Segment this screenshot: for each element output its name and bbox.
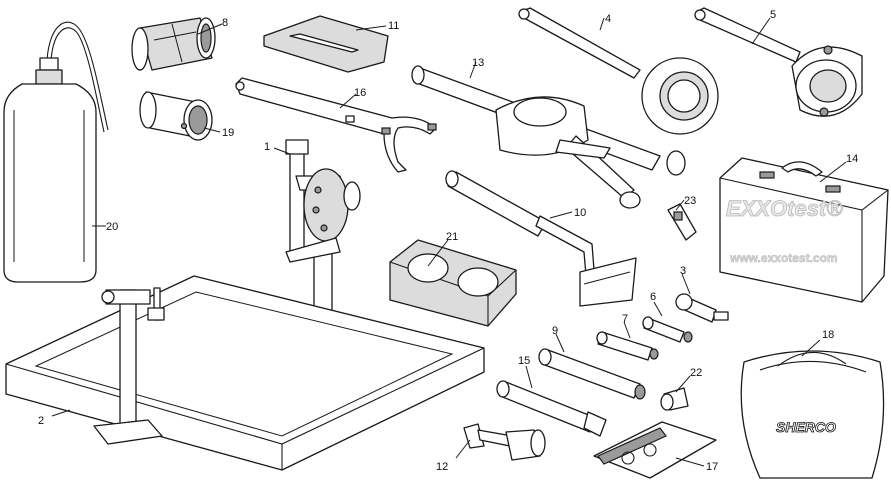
part-17-manual: [593, 421, 717, 479]
part-6-pin: [642, 316, 693, 343]
callout-10: 10: [574, 207, 586, 219]
callout-5: 5: [770, 9, 776, 21]
callout-16: 16: [354, 87, 366, 99]
case-brand-text: EXXOtest®: [726, 196, 843, 221]
callout-12: 12: [436, 461, 448, 473]
callout-3: 3: [680, 265, 686, 277]
callout-6: 6: [650, 291, 656, 303]
part-3-pin: [675, 293, 729, 323]
leader-lines: [51, 17, 847, 467]
callout-23: 23: [684, 195, 696, 207]
part-11-plate: [263, 15, 389, 73]
part-4-ring-spanner: [518, 7, 719, 135]
callout-18: 18: [822, 329, 834, 341]
callout-19: 19: [222, 127, 234, 139]
callout-11: 11: [388, 20, 399, 32]
callout-labels: 8 11 4 5 13 16 19 1 20 14 10 23 21 3 6 7…: [38, 9, 858, 473]
callout-13: 13: [472, 57, 484, 69]
part-9-bar: [538, 348, 646, 400]
callout-22: 22: [690, 367, 702, 379]
callout-8: 8: [222, 17, 228, 29]
part-7-pin: [596, 331, 659, 361]
part-23-connector: [667, 203, 697, 241]
callout-2: 2: [38, 415, 44, 427]
callout-14: 14: [846, 153, 858, 165]
callout-9: 9: [552, 325, 558, 337]
callout-20: 20: [106, 221, 118, 233]
part-13-puller: [411, 65, 686, 209]
part-2-tray: [5, 275, 485, 471]
callout-17: 17: [706, 461, 718, 473]
part-15-bar: [496, 380, 607, 437]
callout-4: 4: [605, 13, 611, 25]
part-14-tool-case: EXXOtest® www.exxotest.com: [719, 157, 889, 303]
bag-brand-text: SHERCO: [776, 419, 836, 435]
part-12-bolt: [463, 423, 546, 461]
callout-1: 1: [264, 141, 270, 153]
callout-7: 7: [622, 313, 628, 325]
part-21-clamp-block: [389, 239, 517, 327]
part-16-hook-wrench: [235, 77, 437, 173]
part-22-cap: [660, 387, 689, 411]
part-8-sleeve: [131, 17, 216, 71]
callout-15: 15: [518, 355, 530, 367]
case-url-text: www.exxotest.com: [729, 251, 838, 265]
part-18-bag: SHERCO: [740, 350, 885, 479]
part-19-sleeve: [139, 91, 213, 141]
callout-21: 21: [446, 231, 458, 243]
part-20-wash-bottle: [3, 21, 109, 283]
part-5-ring-tool: [694, 7, 863, 117]
part-10-comb-tool: [445, 170, 637, 307]
